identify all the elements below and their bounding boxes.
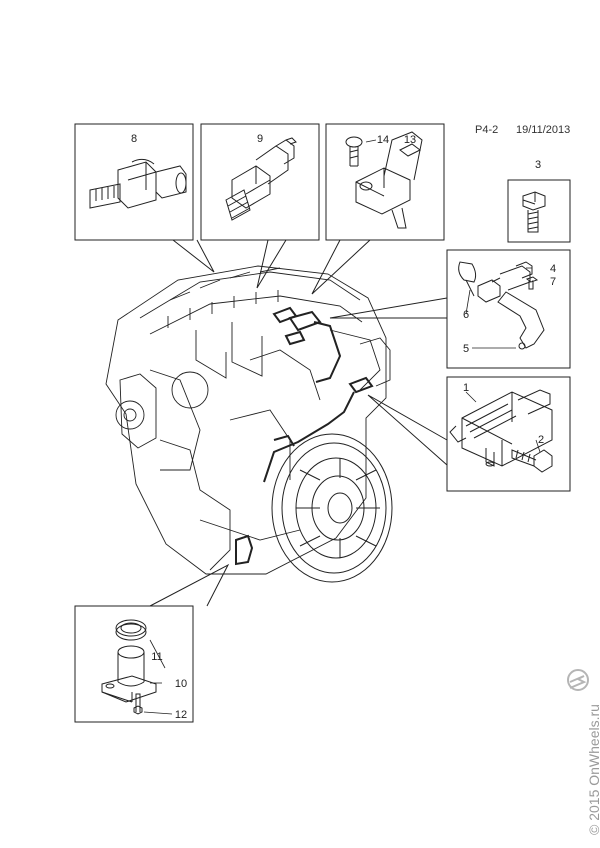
sensor-part-4 bbox=[477, 261, 533, 303]
callout-4: 4 bbox=[550, 263, 556, 275]
callout-11: 11 bbox=[151, 651, 162, 663]
callout-1: 1 bbox=[463, 382, 469, 394]
seal-part-11 bbox=[115, 619, 147, 641]
callout-10: 10 bbox=[175, 678, 187, 690]
clip-part-6 bbox=[458, 261, 477, 297]
brand-logo-icon bbox=[567, 669, 589, 691]
callout-12: 12 bbox=[175, 709, 187, 721]
flywheel bbox=[271, 433, 393, 583]
bolt-part-2 bbox=[511, 449, 553, 473]
callout-6: 6 bbox=[463, 309, 469, 321]
leader-wedges bbox=[149, 239, 448, 607]
callout-numbers: 8 9 14 13 3 4 7 6 5 1 2 11 10 12 bbox=[131, 133, 556, 721]
page-date: 19/11/2013 bbox=[516, 124, 571, 136]
callout-2: 2 bbox=[538, 434, 544, 446]
callout-7: 7 bbox=[550, 276, 556, 288]
callout-13: 13 bbox=[404, 134, 416, 146]
bolt-part-14 bbox=[345, 136, 363, 167]
sensor-part-9 bbox=[225, 137, 297, 221]
detail-box-8 bbox=[74, 123, 194, 241]
detail-box-3 bbox=[507, 179, 571, 243]
callout-9: 9 bbox=[257, 133, 263, 145]
bolt-part-12 bbox=[133, 693, 143, 715]
callout-3: 3 bbox=[535, 159, 541, 171]
callout-14: 14 bbox=[377, 134, 389, 146]
sensor-part-13 bbox=[355, 131, 423, 229]
callout-5: 5 bbox=[463, 343, 469, 355]
bolt-part-7 bbox=[525, 276, 539, 290]
module-part-1 bbox=[449, 389, 553, 467]
sensor-part-8 bbox=[89, 158, 187, 209]
detail-box-13-14 bbox=[325, 123, 445, 241]
detail-box-10-12 bbox=[74, 605, 194, 723]
bolt-part-3 bbox=[522, 191, 546, 233]
sensor-part-10 bbox=[101, 645, 157, 703]
callout-leaders bbox=[143, 139, 541, 715]
detail-box-1-2 bbox=[446, 376, 571, 492]
detail-box-9 bbox=[200, 123, 320, 241]
bracket-part-5 bbox=[497, 291, 545, 350]
detail-box-4-7 bbox=[446, 249, 571, 369]
page-code: P4-2 bbox=[475, 124, 499, 136]
engine-block bbox=[105, 265, 391, 575]
engine-installed-sensors bbox=[235, 306, 374, 566]
callout-8: 8 bbox=[131, 133, 137, 145]
